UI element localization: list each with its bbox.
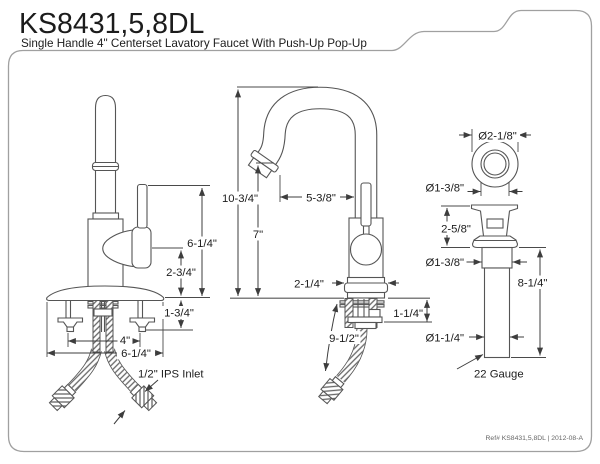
handle-socket	[131, 226, 152, 269]
drain-assembly-view	[470, 140, 519, 359]
dim-spout-height: 7"	[253, 229, 263, 241]
drain-tailpiece	[483, 267, 511, 359]
drain-side-view	[470, 204, 519, 359]
mounting-stud-right	[129, 299, 156, 333]
handle-lever	[136, 183, 148, 229]
center-base-flange	[343, 276, 389, 299]
gooseneck-spout	[256, 86, 378, 224]
faucet-front-view	[230, 86, 430, 405]
dim-shank-length: 1-1/4"	[393, 308, 423, 320]
drain-flange	[471, 235, 519, 249]
dim-mount-spacing: 4"	[120, 335, 130, 347]
dim-spout-reach: 5-3/8"	[306, 193, 336, 205]
threaded-shank	[87, 299, 119, 353]
mounting-stud-left	[57, 299, 84, 333]
page-border	[7, 9, 593, 453]
dim-baseplate-width: 6-1/4"	[121, 348, 151, 360]
dim-head-height: 2-5/8"	[441, 224, 471, 236]
handle-ball	[349, 233, 383, 266]
center-hose-connector	[318, 375, 345, 405]
dim-flange-diameter: Ø2-1/8"	[478, 131, 517, 143]
overflow-hole	[486, 218, 504, 229]
dim-handle-height: 6-1/4"	[187, 238, 217, 250]
dim-tail-diameter: Ø1-1/4"	[425, 333, 464, 345]
dim-gauge-label: 22 Gauge	[474, 369, 524, 381]
dim-base-width: 2-1/4"	[294, 279, 324, 291]
center-shank	[339, 298, 385, 330]
reference-number: Ref# KS8431,5,8DL | 2012-08-A	[486, 435, 584, 442]
dim-cap-diameter: Ø1-3/8"	[425, 183, 464, 195]
hose-connector-left	[48, 383, 77, 412]
dim-body-height: 2-3/4"	[166, 267, 196, 279]
drain-dimensions: Ø2-1/8" Ø1-3/8" 2-5/8" Ø1-3/8" 8-1/4" Ø1…	[425, 128, 551, 381]
drain-top-view	[471, 140, 519, 188]
faucet-side-view	[46, 94, 165, 412]
dim-overall-height: 10-3/4"	[222, 193, 258, 205]
body-joint	[92, 212, 120, 220]
drain-shank	[481, 246, 513, 269]
deck-plate	[46, 285, 165, 302]
page-subtitle: Single Handle 4" Centerset Lavatory Fauc…	[21, 37, 367, 50]
dim-shank-diameter: Ø1-3/8"	[425, 257, 464, 269]
dim-tail-length: 8-1/4"	[518, 278, 548, 290]
dim-hose-length: 9-1/2"	[329, 333, 359, 345]
center-lever	[360, 182, 372, 227]
faucet-front-dimensions: 10-3/4" 7" 5-3/8" 2-1/4" 1-1/4" 9-1/2"	[219, 86, 432, 372]
faucet-side-dimensions: 6-1/4" 2-3/4" 1-3/4" 4" 6-1/4" 1/2" IPS …	[46, 185, 221, 425]
spout-column	[94, 94, 117, 213]
center-supply-hose	[336, 327, 368, 383]
handle-cone	[102, 229, 134, 268]
page-title: KS8431,5,8DL	[19, 8, 204, 40]
dim-inlet-label: 1/2" IPS Inlet	[138, 369, 204, 381]
supply-hose-left	[67, 348, 102, 392]
dim-under-deck: 1-3/4"	[164, 308, 194, 320]
